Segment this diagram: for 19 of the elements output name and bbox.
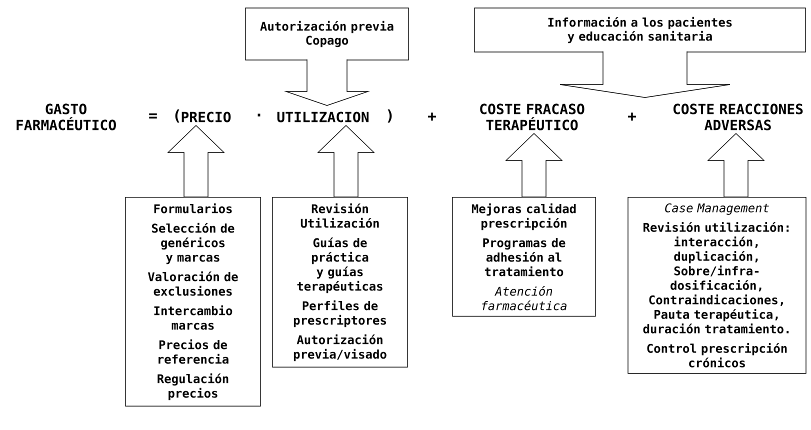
operator-symbol: =	[149, 113, 157, 118]
measure-list-box: Formularios Selección de genéricos y marcas Valoración de exclusiones Intercambio marcas Precios de referencia Regulación precios	[125, 196, 261, 406]
measure-list-box: Revisión Utilización Guías de práctica y guías terapéuticas Perfiles de prescriptores Autorización previa/visado	[272, 196, 408, 368]
operator-symbol: ·	[258, 114, 260, 116]
hollow-arrow	[560, 51, 730, 98]
equation-term: PRECIO	[182, 112, 231, 122]
equation-term: GASTO FARMACÉUTICO	[16, 104, 116, 130]
operator-symbol: +	[428, 112, 436, 121]
measure-list-box: Case Management Revisión utilización: interacción, duplicación, Sobre/infra-dosificación, Contraindicaciones, Pauta terapéutica, duración tratamiento. Control prescripción crónicos	[628, 196, 806, 374]
operator-symbol: +	[628, 112, 636, 121]
callout-box: Autorización previa Copago	[245, 8, 409, 60]
operator-symbol: (	[175, 109, 180, 123]
operator-symbol: )	[388, 109, 392, 123]
callout-box: Información a los pacientes y educación sanitaria	[474, 8, 806, 52]
equation-term: UTILIZACION	[277, 112, 369, 122]
equation-term: COSTE FRACASO TERAPÉUTICO	[480, 104, 584, 130]
hollow-arrow	[284, 59, 370, 106]
measure-list-box: Mejoras calidad prescripción Programas de adhesión al tratamiento Atención farmacéutica	[452, 196, 596, 317]
equation-term: COSTE REACCIONES ADVERSAS	[674, 104, 803, 130]
